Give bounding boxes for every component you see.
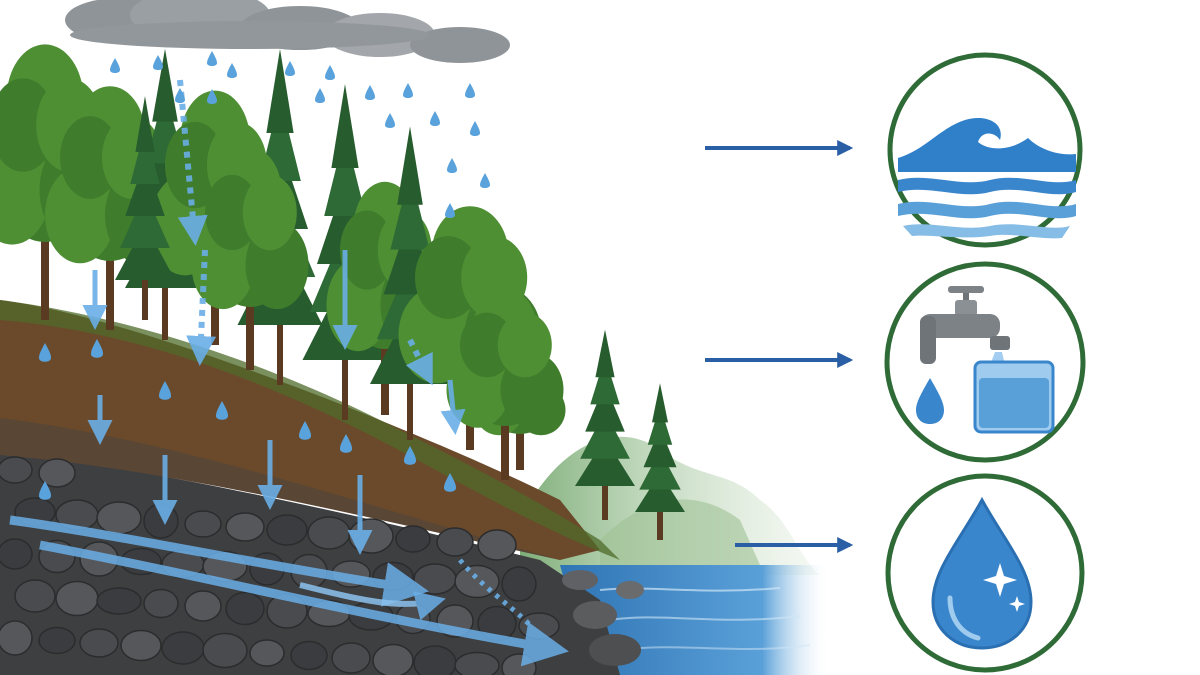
boulder [202, 632, 248, 669]
badge-streams-rivers [887, 52, 1083, 248]
soil-droplet [39, 343, 51, 362]
boulder [454, 564, 500, 599]
groundwater-flow [9, 515, 569, 667]
raindrop [365, 85, 375, 100]
boulder [225, 512, 265, 542]
boulder [436, 527, 474, 557]
boulder [184, 590, 222, 622]
conifer-tree [115, 96, 175, 320]
boulder [0, 456, 33, 484]
soil-droplet [444, 473, 456, 492]
boulder [413, 563, 457, 595]
raindrop [480, 173, 490, 188]
glass-icon [973, 360, 1055, 434]
forest [0, 44, 685, 540]
boulder [225, 591, 265, 626]
boulder [501, 566, 537, 602]
boulder [38, 626, 76, 655]
raindrop [465, 83, 475, 98]
soil-droplet [39, 481, 51, 500]
raindrop [445, 203, 455, 218]
infiltration-arrow [405, 338, 433, 386]
outcome-arrows [705, 140, 854, 553]
raindrop [403, 83, 413, 98]
soil-droplet [91, 339, 103, 358]
soil-droplet [216, 401, 228, 420]
soil-droplet [404, 446, 416, 465]
boulder [331, 642, 371, 674]
raindrop [153, 55, 163, 70]
boulder [348, 518, 394, 554]
boulder [161, 631, 205, 665]
conifer-tree [575, 329, 635, 520]
badge-drinking-water [884, 261, 1086, 463]
boulder [38, 458, 76, 488]
boulder [307, 516, 351, 550]
boulder [0, 538, 33, 570]
boulder [14, 579, 56, 613]
raindrop [470, 121, 480, 136]
soil-droplet [159, 381, 171, 400]
raindrop [110, 58, 120, 73]
rain [110, 51, 490, 218]
boulder [372, 643, 414, 675]
boulder [143, 503, 179, 539]
water-drop-icon [931, 496, 1033, 650]
waves-icon [898, 118, 1076, 239]
infiltration-arrow [177, 79, 208, 246]
sparkle-icon [983, 563, 1017, 597]
boulder [290, 640, 328, 671]
raindrop [207, 51, 217, 66]
boulder [413, 645, 457, 675]
raindrop [325, 65, 335, 80]
boulder [55, 580, 99, 617]
deciduous-tree [191, 147, 309, 370]
boulder [518, 612, 560, 640]
raindrop [385, 113, 395, 128]
boulder [266, 514, 308, 546]
deciduous-tree [446, 289, 564, 480]
infiltration-arrows [39, 79, 466, 555]
rain-cloud [65, 0, 510, 63]
boulder [120, 629, 162, 662]
conifer-tree [635, 383, 685, 540]
raindrop [285, 61, 295, 76]
soil-droplet [299, 421, 311, 440]
boulder [79, 628, 119, 658]
boulder [184, 510, 222, 538]
boulder [0, 620, 33, 656]
infiltration-arrow [440, 379, 466, 435]
raindrop [430, 111, 440, 126]
raindrop [315, 88, 325, 103]
boulder [143, 588, 179, 619]
raindrop [227, 63, 237, 78]
badge-clean-water [885, 473, 1085, 673]
raindrop [175, 88, 185, 103]
raindrop [207, 89, 217, 104]
raindrop [447, 158, 457, 173]
small-drop-icon [916, 378, 944, 424]
boulder [395, 525, 431, 553]
boulder [477, 529, 517, 561]
boulder [96, 587, 142, 615]
soil-droplet [340, 434, 352, 453]
boulder [501, 653, 537, 675]
boulder [249, 639, 285, 667]
boulder [454, 651, 500, 675]
boulder [96, 501, 142, 535]
topsoil-layer [0, 300, 600, 560]
